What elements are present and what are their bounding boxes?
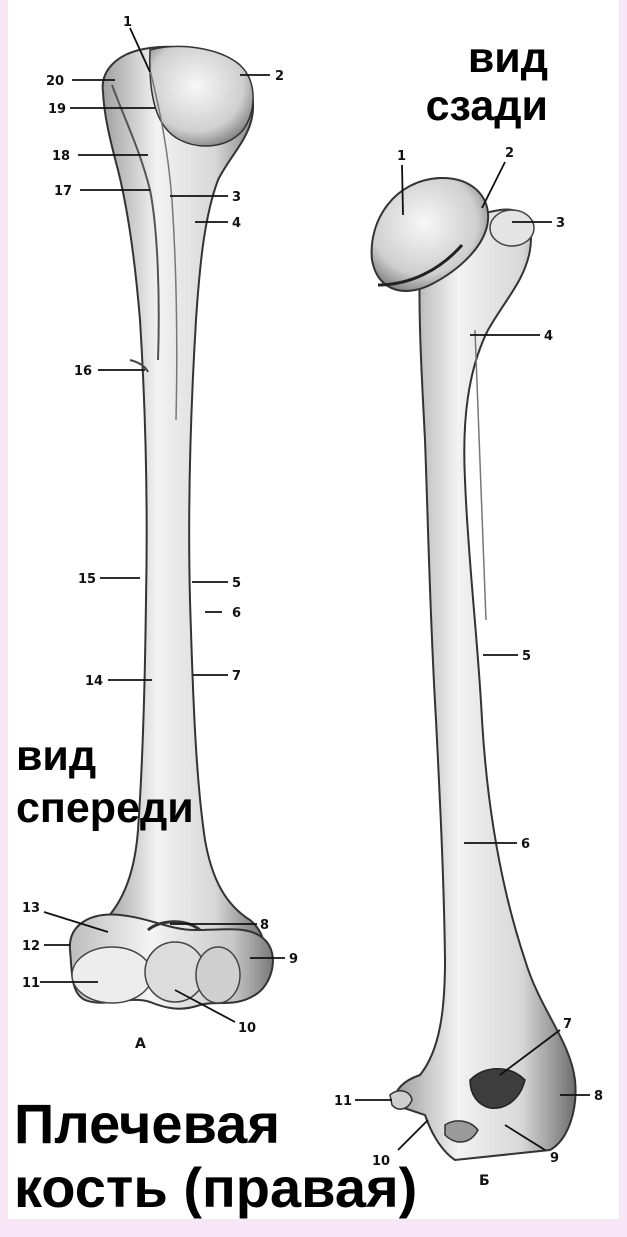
front-label-13: 13 <box>22 901 40 916</box>
figure-caption-line-2: кость (правая) <box>14 1156 417 1220</box>
back-label-7: 7 <box>563 1017 572 1032</box>
back-label-4: 4 <box>544 329 553 344</box>
back-view-bone <box>372 178 576 1160</box>
back-label-5: 5 <box>522 649 531 664</box>
figure-caption-line-1: Плечевая <box>14 1092 417 1156</box>
front-label-2: 2 <box>275 69 284 84</box>
front-label-12: 12 <box>22 939 40 954</box>
front-view-heading: вид спереди <box>16 730 194 834</box>
front-label-6: 6 <box>232 606 241 621</box>
front-label-5: 5 <box>232 576 241 591</box>
front-label-19: 19 <box>48 102 66 117</box>
back-label-1: 1 <box>397 149 406 164</box>
front-label-7: 7 <box>232 669 241 684</box>
figure-caption: Плечевая кость (правая) <box>14 1092 417 1220</box>
front-label-10: 10 <box>238 1021 256 1036</box>
front-label-20: 20 <box>46 74 64 89</box>
front-view-letter: А <box>135 1036 146 1052</box>
back-view-heading-line-2: сзади <box>388 82 548 130</box>
front-label-18: 18 <box>52 149 70 164</box>
back-label-2: 2 <box>505 146 514 161</box>
front-view-heading-line-2: спереди <box>16 782 194 834</box>
back-view-heading: вид сзади <box>388 34 548 130</box>
back-view-letter: Б <box>479 1173 490 1189</box>
back-label-6: 6 <box>521 837 530 852</box>
front-view-heading-line-1: вид <box>16 730 194 782</box>
back-label-9: 9 <box>550 1151 559 1166</box>
back-view-heading-line-1: вид <box>388 34 548 82</box>
front-label-14: 14 <box>85 674 103 689</box>
front-label-3: 3 <box>232 190 241 205</box>
front-label-9: 9 <box>289 952 298 967</box>
front-label-15: 15 <box>78 572 96 587</box>
front-label-17: 17 <box>54 184 72 199</box>
front-label-11: 11 <box>22 976 40 991</box>
back-label-8: 8 <box>594 1089 603 1104</box>
front-label-8: 8 <box>260 918 269 933</box>
back-label-3: 3 <box>556 216 565 231</box>
front-label-4: 4 <box>232 216 241 231</box>
front-label-16: 16 <box>74 364 92 379</box>
front-label-1: 1 <box>123 15 132 30</box>
